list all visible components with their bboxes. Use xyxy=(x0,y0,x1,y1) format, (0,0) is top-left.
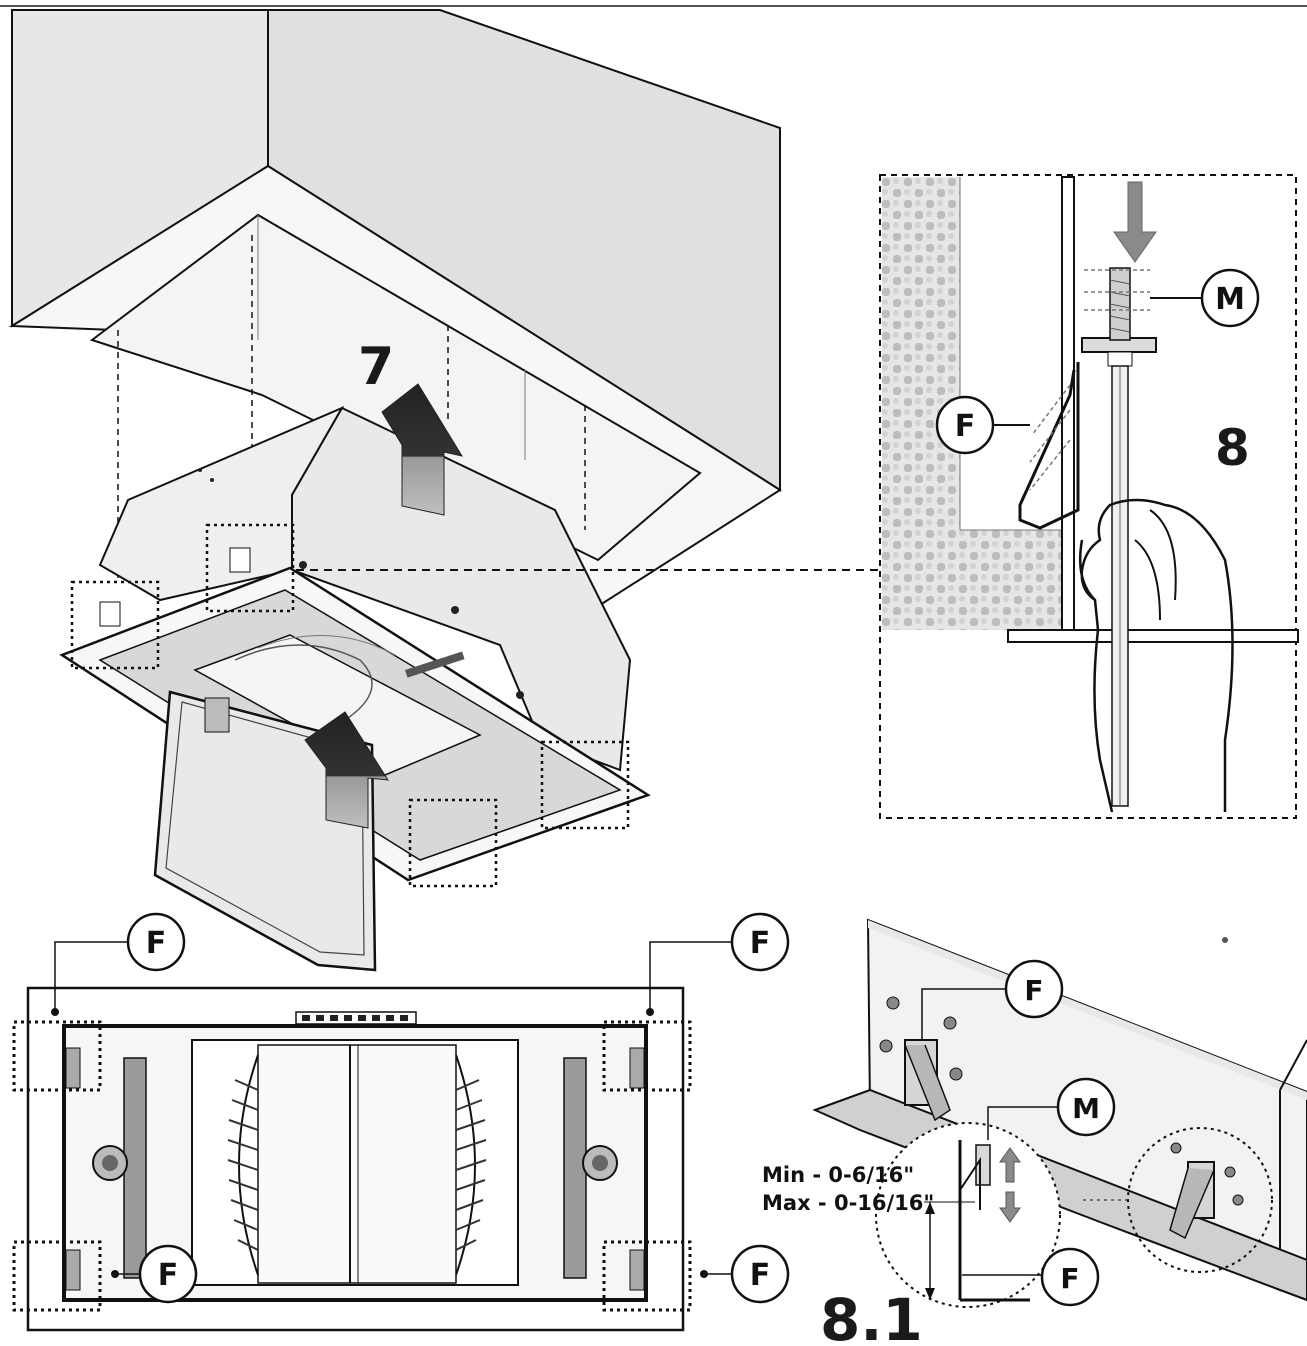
detail-8-1: F M F Min - 0-6/16" Max - 0-16/16" 8.1 xyxy=(762,918,1307,1346)
cabinet-opening xyxy=(89,213,702,562)
callout-F-detail81-bottom: F xyxy=(1060,1262,1079,1295)
hood-unit: 7 xyxy=(59,337,651,972)
bracket-highlight xyxy=(12,1240,102,1312)
up-arrow-icon xyxy=(304,711,389,829)
hand-icon xyxy=(1078,498,1234,813)
callout-M-detail8: M xyxy=(1215,282,1245,317)
zoom-circle-left xyxy=(875,1122,1061,1308)
bracket-highlight xyxy=(540,740,630,830)
detail-8: M F 8 xyxy=(879,174,1299,819)
cabinet-side-face xyxy=(267,9,781,492)
callout-F-plan-tl: F xyxy=(146,926,167,961)
min-dimension: Min - 0-6/16" xyxy=(762,1163,914,1187)
up-arrow-icon xyxy=(381,383,464,516)
down-arrow-icon xyxy=(1113,181,1157,263)
bracket-highlight xyxy=(70,580,160,670)
control-strip xyxy=(295,1011,417,1025)
wall-section xyxy=(882,177,1062,630)
step-8-label: 8 xyxy=(1215,419,1250,477)
callout-F-plan-br: F xyxy=(750,1258,771,1293)
bracket-highlight xyxy=(408,798,498,888)
double-arrow-icon xyxy=(999,1147,1021,1223)
screw xyxy=(1109,267,1131,341)
callout-F-plan-tr: F xyxy=(750,926,771,961)
bracket-highlight xyxy=(602,1240,692,1312)
max-dimension: Max - 0-16/16" xyxy=(762,1191,934,1215)
cabinet xyxy=(8,9,782,607)
bracket-highlight xyxy=(602,1020,692,1092)
step-8-1-label: 8.1 xyxy=(820,1286,923,1346)
callout-F-detail8: F xyxy=(955,409,976,444)
bracket-highlight xyxy=(205,523,295,613)
callout-F-detail81-top: F xyxy=(1024,974,1043,1007)
bracket-highlight xyxy=(12,1020,102,1092)
plan-view: F F F F xyxy=(12,912,790,1332)
callout-M-detail81: M xyxy=(1072,1092,1100,1125)
spring-clip xyxy=(1018,362,1080,530)
callout-F-plan-bl: F xyxy=(158,1258,179,1293)
step-7-label: 7 xyxy=(358,337,394,397)
